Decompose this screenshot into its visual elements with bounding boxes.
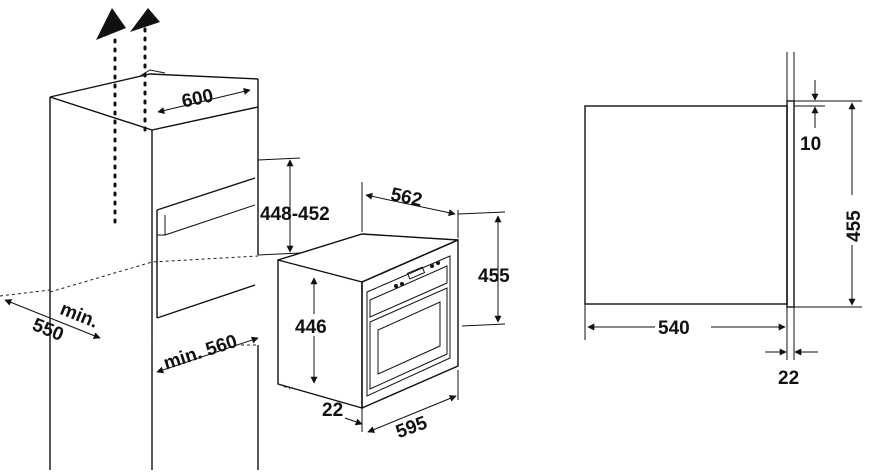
label-10: 10 xyxy=(800,134,821,155)
label-540: 540 xyxy=(658,318,690,339)
label-448-452: 448-452 xyxy=(260,204,330,225)
dim-595: 595 xyxy=(367,370,459,443)
label-min-560: min. 560 xyxy=(161,331,240,374)
dim-600: 600 xyxy=(157,85,251,114)
label-595: 595 xyxy=(393,412,430,443)
dim-562: 562 xyxy=(361,182,459,238)
ventilation-arrows xyxy=(96,8,160,224)
label-455-right: 455 xyxy=(844,210,865,242)
dim-10: 10 xyxy=(794,80,825,155)
label-446: 446 xyxy=(295,317,327,338)
side-view-oven xyxy=(584,52,795,308)
label-455-left: 455 xyxy=(478,266,510,287)
vent-arrow-right-icon xyxy=(130,8,160,32)
dim-455-oven: 455 xyxy=(457,211,510,327)
dim-min-560: min. 560 xyxy=(156,331,259,374)
dim-455-right: 455 xyxy=(794,100,866,308)
label-562: 562 xyxy=(389,184,424,211)
dim-22-left: 22 xyxy=(322,400,363,432)
vent-arrow-left-icon xyxy=(96,8,126,40)
label-22-left: 22 xyxy=(322,400,343,421)
label-22-right: 22 xyxy=(778,368,799,389)
dim-446: 446 xyxy=(293,277,337,384)
dim-22-right: 22 xyxy=(765,348,818,389)
dim-540: 540 xyxy=(584,304,795,360)
dim-448-452: 448-452 xyxy=(257,157,330,256)
cabinet-column xyxy=(0,69,259,470)
dim-min-550: min. 550 xyxy=(4,299,101,346)
oven-appliance xyxy=(277,233,459,410)
label-600: 600 xyxy=(180,85,215,112)
